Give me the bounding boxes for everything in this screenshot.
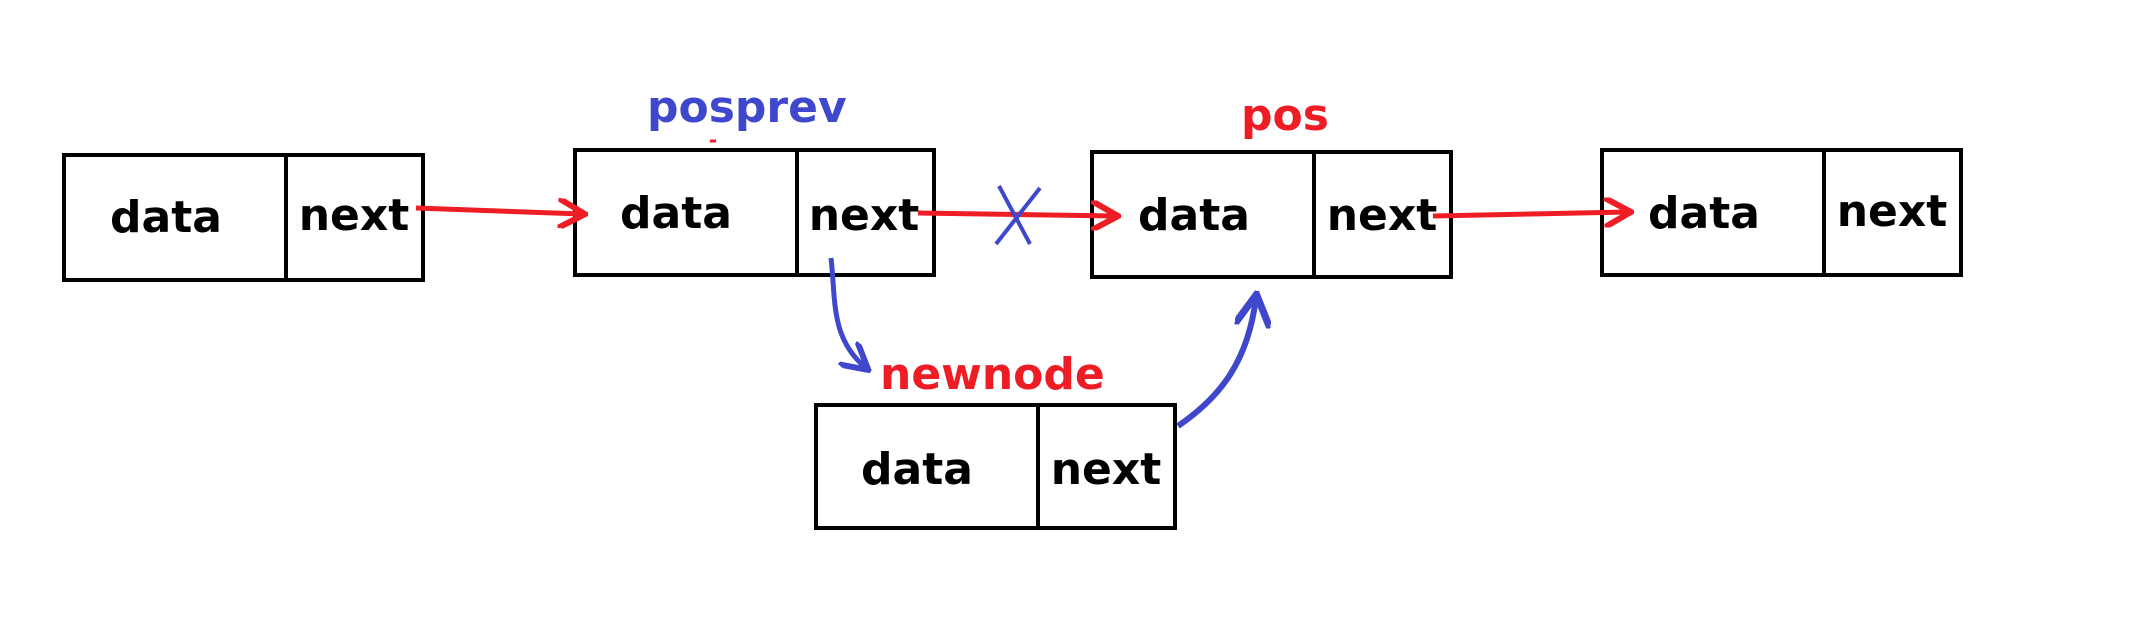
node-4-next-cell [1822, 148, 1963, 277]
pos-label: pos [1241, 90, 1329, 141]
node-1-next-label: next [299, 190, 410, 241]
cross-mark-icon [994, 185, 1042, 246]
arrow-node3-to-node4 [1432, 212, 1628, 216]
newnode-next-cell [1036, 403, 1177, 530]
newnode-data-label: data [861, 444, 973, 495]
newnode-next-label: next [1051, 444, 1162, 495]
node-1-next-cell [284, 153, 425, 282]
newnode-label: newnode [880, 349, 1105, 400]
arrow-node1-to-node2 [415, 208, 582, 214]
node-3-data-label: data [1138, 190, 1250, 241]
node-3-next-label: next [1327, 190, 1438, 241]
node-2-posprev: data next [573, 148, 936, 277]
node-4-data-label: data [1648, 188, 1760, 239]
node-2-next-label: next [809, 190, 920, 241]
posprev-label: posprev [647, 82, 847, 133]
node-2-data-label: data [620, 188, 732, 239]
arrow-posprev-to-newnode [828, 257, 866, 368]
node-1-data-label: data [110, 192, 222, 243]
arrow-newnode-to-pos [1176, 298, 1256, 429]
node-1: data next [62, 153, 425, 282]
node-newnode: data next [814, 403, 1177, 530]
node-4: data next [1600, 148, 1963, 277]
node-4-next-label: next [1837, 186, 1948, 237]
node-3-pos: data next [1090, 150, 1453, 279]
